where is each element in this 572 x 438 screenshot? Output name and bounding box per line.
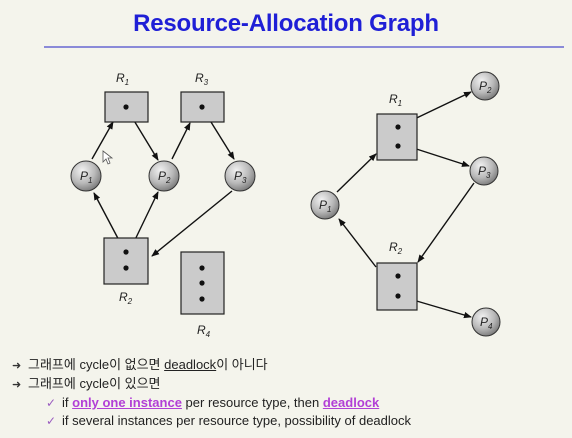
left-process-p3 (224, 160, 256, 192)
deadlock-highlight: deadlock (322, 395, 380, 410)
left-resource-r1 (104, 91, 149, 123)
edge-p2-r3 (171, 122, 191, 160)
bullet-cycle: ➜그래프에 cycle이 있으면 (12, 375, 567, 394)
resource-allocation-diagram: R1 R3 R2 R4 P1 P2 P3 R1 (70, 71, 501, 339)
left-resource-r4 (180, 251, 225, 315)
right-process-p4 (471, 307, 501, 337)
left-process-p1 (70, 160, 102, 192)
edge-p3-r2-right (417, 182, 475, 263)
edge-p1-r1 (91, 121, 114, 160)
left-label-p1: P1 (80, 169, 92, 185)
bullet-arrow-icon: ➜ (12, 379, 22, 391)
right-graph: R1 R2 P1 P2 P3 P4 (310, 71, 501, 337)
right-resource-r1 (376, 113, 418, 161)
right-label-r2: R2 (389, 240, 403, 256)
edge-r2-p1 (93, 192, 123, 247)
edge-p1-r1-right (336, 153, 377, 193)
bullet-list: ➜그래프에 cycle이 없으면 deadlock이 아니다 ➜그래프에 cyc… (12, 356, 567, 430)
edge-r2-p2 (131, 191, 159, 247)
check-icon: ✓ (46, 396, 57, 410)
sub-bullet-several-instances: ✓if several instances per resource type,… (46, 413, 412, 428)
edge-p3-r2 (151, 190, 233, 257)
right-label-p2: P2 (479, 79, 492, 95)
mouse-cursor-icon (102, 150, 114, 165)
check-icon: ✓ (46, 414, 57, 428)
right-process-p1 (310, 190, 340, 220)
sub-bullet-one-instance: ✓if only one instance per resource type,… (46, 395, 380, 410)
left-label-p3: P3 (234, 169, 247, 185)
right-label-p3: P3 (478, 164, 491, 180)
right-label-p1: P1 (319, 198, 331, 214)
right-process-p2 (470, 71, 500, 101)
left-resource-r2 (103, 237, 149, 285)
only-one-instance-highlight: only one instance (72, 395, 182, 410)
bullet-arrow-icon: ➜ (12, 360, 22, 372)
bullet-no-cycle: ➜그래프에 cycle이 없으면 deadlock이 아니다 (12, 356, 567, 375)
edge-r2-p1-right (338, 218, 377, 268)
left-label-r4: R4 (197, 323, 211, 339)
right-process-p3 (469, 156, 499, 186)
left-process-p2 (148, 160, 180, 192)
left-resource-r3 (180, 91, 225, 123)
left-label-r2: R2 (119, 290, 133, 306)
left-label-p2: P2 (158, 169, 171, 185)
right-label-p4: P4 (480, 315, 493, 331)
left-label-r3: R3 (195, 71, 209, 87)
right-label-r1: R1 (389, 92, 402, 108)
left-graph: R1 R3 R2 R4 P1 P2 P3 (70, 71, 256, 339)
slide-title: Resource-Allocation Graph (133, 10, 439, 37)
title-rule (44, 46, 564, 48)
right-resource-r2 (376, 262, 418, 311)
deadlock-term: deadlock (164, 357, 217, 372)
left-label-r1: R1 (116, 71, 129, 87)
